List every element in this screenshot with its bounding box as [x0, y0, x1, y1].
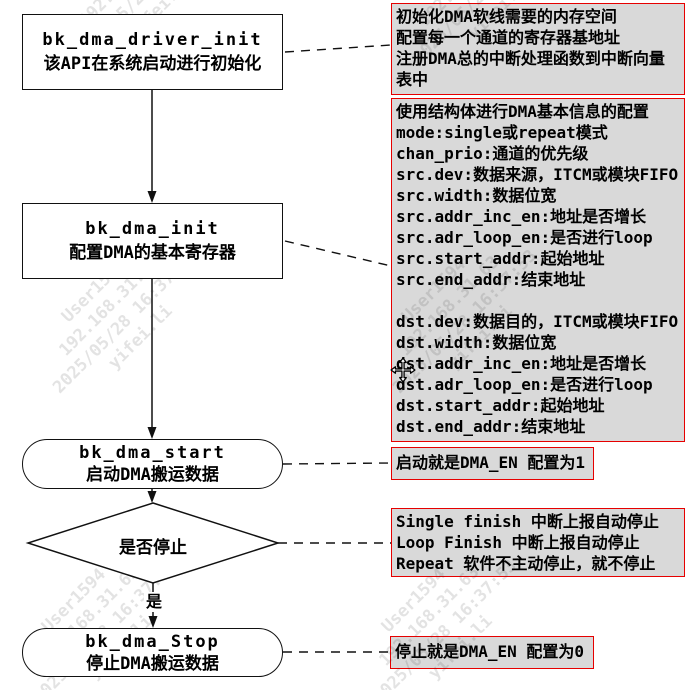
note-line: src.start_addr:起始地址: [396, 249, 605, 268]
node-title: bk_dma_driver_init: [42, 30, 263, 50]
note-line: dst.width:数据位宽: [396, 333, 557, 352]
node-subtitle: 启动DMA搬运数据: [86, 465, 219, 485]
node-title: bk_dma_start: [79, 443, 226, 463]
node-dma-driver-init: bk_dma_driver_init 该API在系统启动进行初始化: [22, 14, 283, 90]
watermark-name: yifei.li: [104, 301, 177, 374]
note-line: 停止就是DMA_EN 配置为0: [395, 642, 585, 661]
node-dma-init: bk_dma_init 配置DMA的基本寄存器: [22, 203, 283, 279]
note-line: dst.adr_loop_en:是否进行loop: [396, 375, 653, 394]
note-line: dst.start_addr:起始地址: [396, 396, 605, 415]
note-driver-init: 初始化DMA软线需要的内存空间 配置每一个通道的寄存器基地址 注册DMA总的中断…: [391, 3, 685, 95]
node-title: bk_dma_Stop: [85, 631, 220, 652]
note-line: mode:single或repeat模式: [396, 123, 608, 142]
note-dma-stop: 停止就是DMA_EN 配置为0: [390, 636, 594, 669]
note-line: 启动就是DMA_EN 配置为1: [396, 453, 586, 472]
note-line: 配置每一个通道的寄存器基地址: [396, 28, 621, 47]
note-line: src.addr_inc_en:地址是否增长: [396, 207, 647, 226]
note-stop-condition: Single finish 中断上报自动停止 Loop Finish 中断上报自…: [391, 508, 685, 577]
note-line: 使用结构体进行DMA基本信息的配置: [396, 102, 649, 121]
note-line: src.dev:数据来源，ITCM或模块FIFO: [396, 165, 679, 184]
note-line: dst.addr_inc_en:地址是否增长: [396, 354, 647, 373]
note-line: src.width:数据位宽: [396, 186, 557, 205]
node-title: bk_dma_init: [85, 219, 220, 239]
note-dma-start: 启动就是DMA_EN 配置为1: [391, 447, 594, 480]
note-line: Repeat 软件不主动停止，就不停止: [396, 554, 656, 573]
note-line: 初始化DMA软线需要的内存空间: [396, 7, 617, 26]
node-subtitle: 该API在系统启动进行初始化: [43, 54, 262, 74]
node-dma-stop: bk_dma_Stop 停止DMA搬运数据: [22, 628, 283, 677]
node-subtitle: 停止DMA搬运数据: [86, 653, 219, 674]
note-line: dst.end_addr:结束地址: [396, 417, 586, 436]
note-line: src.adr_loop_en:是否进行loop: [396, 228, 653, 247]
note-line: Single finish 中断上报自动停止: [396, 512, 659, 531]
note-line: src.end_addr:结束地址: [396, 270, 586, 289]
node-subtitle: 配置DMA的基本寄存器: [69, 243, 236, 263]
watermark-name: yifei.li: [384, 571, 537, 690]
note-line: Loop Finish 中断上报自动停止: [396, 533, 640, 552]
edge-yes-label: 是: [144, 592, 165, 612]
note-line: [396, 290, 680, 311]
note-dma-config: 使用结构体进行DMA基本信息的配置 mode:single或repeat模式 c…: [391, 98, 685, 442]
note-line: dst.dev:数据目的，ITCM或模块FIFO: [396, 312, 679, 331]
note-line: 注册DMA总的中断处理函数到中断向量表中: [396, 49, 665, 89]
note-line: chan_prio:通道的优先级: [396, 144, 589, 163]
decision-label: 是否停止: [119, 538, 187, 558]
node-dma-start: bk_dma_start 启动DMA搬运数据: [22, 439, 283, 489]
